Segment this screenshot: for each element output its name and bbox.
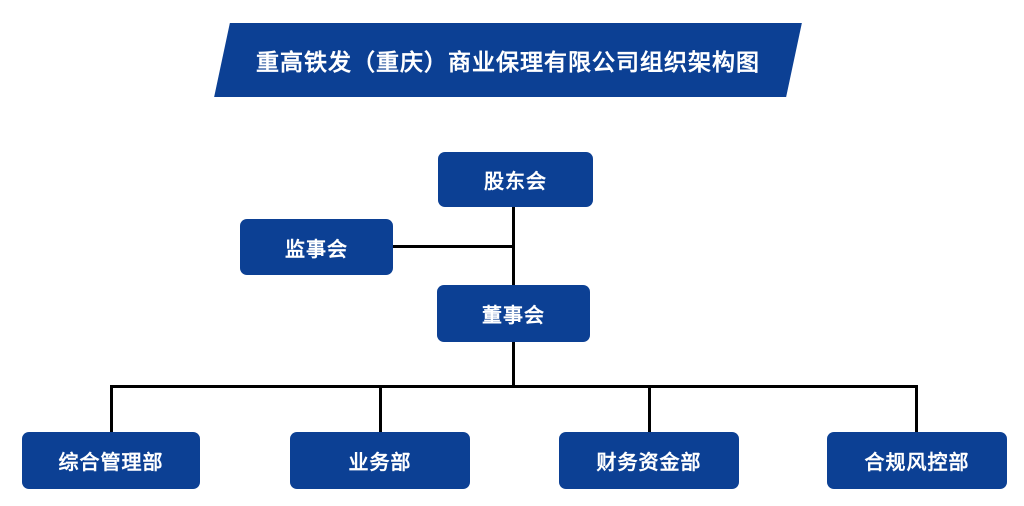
- connector-departments-bus: [111, 385, 918, 388]
- node-dept-general-admin: 综合管理部: [22, 432, 200, 489]
- connector-dept-general-admin: [110, 385, 113, 433]
- node-supervisory-board: 监事会: [240, 219, 393, 275]
- connector-supervisory: [393, 245, 514, 248]
- connector-board-down: [512, 342, 515, 388]
- title-banner: 重高铁发（重庆）商业保理有限公司组织架构图: [214, 23, 802, 97]
- node-dept-compliance-risk: 合规风控部: [827, 432, 1007, 489]
- node-dept-business: 业务部: [290, 432, 470, 489]
- connector-dept-compliance-risk: [915, 385, 918, 433]
- node-dept-finance-treasury: 财务资金部: [559, 432, 739, 489]
- node-board-of-directors: 董事会: [437, 285, 590, 342]
- connector-dept-finance: [648, 385, 651, 433]
- connector-dept-business: [379, 385, 382, 433]
- chart-title: 重高铁发（重庆）商业保理有限公司组织架构图: [256, 49, 760, 75]
- node-shareholders-meeting: 股东会: [438, 152, 593, 207]
